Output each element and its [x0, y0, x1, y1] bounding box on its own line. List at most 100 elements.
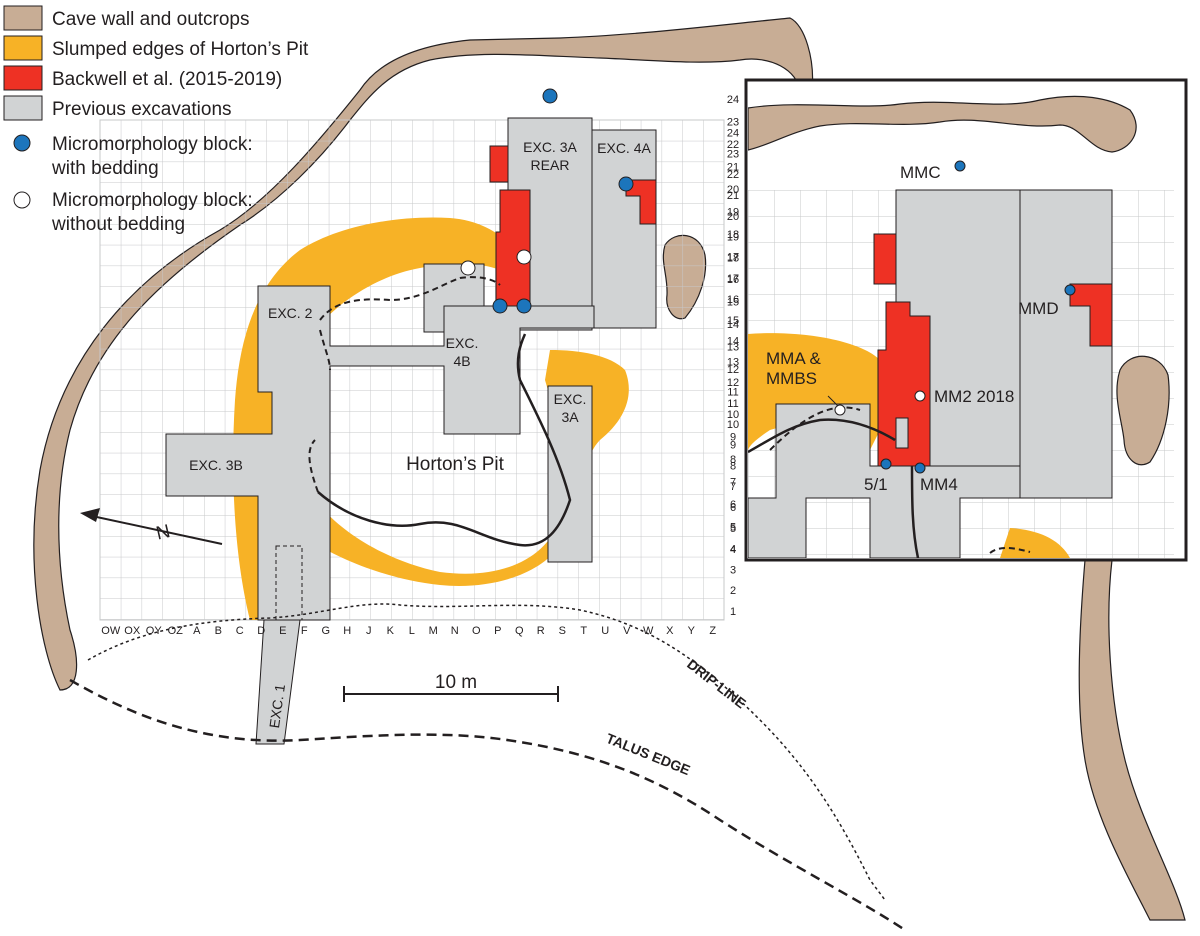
grid-row-label: 23	[727, 148, 739, 160]
grid-column-label: D	[257, 625, 265, 637]
label-exc4b-2: 4B	[453, 353, 470, 369]
label-exc2: EXC. 2	[268, 305, 313, 321]
block-with-bedding	[516, 298, 532, 314]
legend-without-bedding-1: Micromorphology block:	[52, 190, 253, 211]
grid-column-label: N	[451, 625, 459, 637]
label-exc3a-rear-1: EXC. 3A	[523, 139, 577, 155]
grid-row-label: 2	[730, 585, 736, 597]
grid-column-label: T	[580, 625, 587, 637]
grid-column-label: P	[494, 625, 501, 637]
grid-column-label: J	[366, 625, 372, 637]
grid-column-label: Z	[709, 625, 716, 637]
inset-row-label: 11	[727, 387, 738, 399]
inset-row-label: 24	[727, 94, 739, 106]
grid-row-label: 18	[727, 252, 739, 264]
inset-row-label: 17	[727, 252, 739, 264]
talus-edge-label: TALUS EDGE	[604, 730, 693, 778]
grid-column-label: OY	[146, 625, 163, 637]
grid-column-label: E	[279, 625, 286, 637]
grid-column-label: R	[537, 625, 545, 637]
legend-slumped: Slumped edges of Horton’s Pit	[52, 39, 309, 60]
grid-row-label: 24	[727, 128, 739, 140]
grid-column-label: G	[321, 625, 330, 637]
grid-column-label: W	[643, 625, 654, 637]
inset-row-label: 10	[727, 409, 739, 421]
grid-row-label: 7	[730, 481, 736, 493]
grid-row-label: 10	[727, 419, 739, 431]
scale-bar	[343, 686, 559, 702]
label-mma-2: MMBS	[766, 369, 817, 388]
inset-row-label: 16	[727, 274, 739, 286]
grid-column-label: V	[623, 625, 631, 637]
inset-row-label: 5	[730, 522, 736, 534]
inset-row-label: 19	[727, 207, 739, 219]
grid-row-label: 1	[730, 606, 736, 618]
grid-column-label: OW	[101, 625, 121, 637]
inset-row-label: 22	[727, 139, 739, 151]
inset-row-label: 4	[730, 544, 736, 556]
inset-row-label: 6	[730, 499, 736, 511]
label-5-1: 5/1	[864, 475, 888, 494]
grid-row-label: 20	[727, 211, 739, 223]
block-without-bedding	[516, 249, 532, 265]
inset-row-label: 14	[727, 319, 739, 331]
legend-with-bedding-1: Micromorphology block:	[52, 134, 253, 155]
legend-previous: Previous excavations	[52, 99, 232, 120]
talus-edge	[69, 678, 906, 932]
inset-row-label: 13	[727, 342, 739, 354]
drip-line-label: DRIP-LINE	[684, 656, 749, 712]
grid-row-label: 3	[730, 564, 736, 576]
block-with-bedding	[542, 88, 558, 104]
inset-row-label: 20	[727, 184, 739, 196]
inset-row-label: 23	[727, 117, 739, 129]
inset-row-label: 7	[730, 477, 736, 489]
grid-row-label: 6	[730, 502, 736, 514]
grid-row-label: 17	[727, 273, 739, 285]
block-with-bedding	[492, 298, 508, 314]
label-mmc: MMC	[900, 163, 941, 182]
grid-column-label: F	[301, 625, 308, 637]
label-hortons-pit: Horton’s Pit	[406, 454, 505, 475]
inset-row-label: 9	[730, 432, 736, 444]
block-with-bedding	[618, 176, 634, 192]
label-mmd: MMD	[1018, 299, 1059, 318]
grid-row-label: 14	[727, 336, 739, 348]
grid-row-label: 12	[727, 377, 739, 389]
label-exc3a-2: 3A	[561, 409, 579, 425]
grid-row-label: 8	[730, 460, 736, 472]
pit-boundary	[317, 333, 572, 547]
drip-line	[87, 603, 886, 901]
inset-row-label: 21	[727, 162, 739, 174]
grid-row-label: 9	[730, 440, 736, 452]
label-mm2: MM2 2018	[934, 387, 1014, 406]
label-exc1: EXC. 1	[266, 683, 288, 729]
legend	[3, 5, 43, 209]
grid-column-label: L	[409, 625, 415, 637]
grid-column-label: K	[387, 625, 395, 637]
backwell-excavation	[489, 145, 657, 307]
label-exc3b: EXC. 3B	[189, 457, 243, 473]
label-mma-1: MMA &	[766, 349, 821, 368]
grid-column-label: OZ	[168, 625, 184, 637]
slumped-edges	[233, 217, 629, 620]
legend-without-bedding-2: without bedding	[51, 214, 185, 235]
grid-column-label: U	[601, 625, 609, 637]
inset-row-label: 8	[730, 454, 736, 466]
cave-wall-right	[1078, 559, 1186, 921]
scale-label: 10 m	[435, 672, 477, 693]
north-arrow	[80, 508, 223, 545]
grid-row-label: 11	[727, 398, 738, 410]
grid-row-label: 4	[730, 544, 736, 556]
inset-row-label: 18	[727, 229, 739, 241]
grid-column-label: X	[666, 625, 674, 637]
inset-map	[744, 78, 1188, 562]
grid-column-label: A	[193, 625, 201, 637]
legend-backwell: Backwell et al. (2015-2019)	[52, 69, 282, 90]
grid-column-label: M	[429, 625, 438, 637]
grid-column-label: H	[343, 625, 351, 637]
label-mm4: MM4	[920, 475, 958, 494]
legend-with-bedding-2: with bedding	[51, 158, 159, 179]
label-exc3a-1: EXC.	[554, 391, 587, 407]
